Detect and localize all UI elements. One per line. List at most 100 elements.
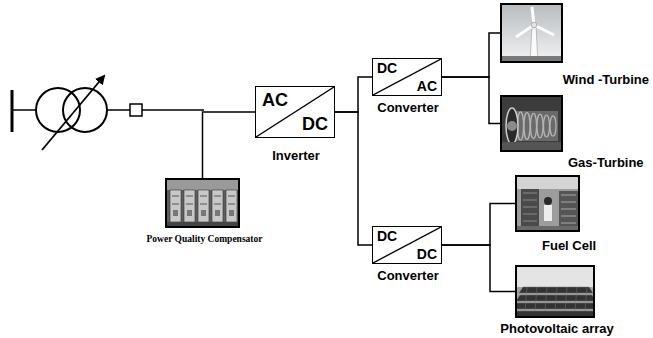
illustration-part [512, 111, 558, 141]
photovoltaic-image: Photovoltaic array [515, 265, 595, 318]
illustration-part [198, 190, 209, 222]
illustration-part [228, 204, 235, 205]
wire [12, 109, 36, 111]
power-line [442, 77, 500, 124]
illustration-part [585, 287, 587, 311]
illustration-part [521, 189, 539, 226]
illustration-part [516, 25, 534, 37]
illustration-part [170, 190, 181, 222]
illustration-part [186, 196, 193, 197]
illustration-part [214, 196, 221, 197]
illustration-part [517, 177, 578, 230]
output-type: DC [417, 247, 437, 261]
input-type: AC [262, 91, 288, 109]
illustration-part [517, 311, 593, 316]
illustration-part [544, 115, 550, 137]
illustration-part [544, 205, 552, 221]
illustration-part [537, 114, 543, 138]
component-label: Power Quality Compensator [147, 235, 263, 245]
power-line [335, 77, 372, 112]
illustration-part [550, 116, 556, 136]
illustration-part [517, 226, 578, 230]
illustration-part [561, 223, 576, 224]
converter-box: DCACConverter [372, 58, 442, 96]
illustration-part [523, 214, 537, 215]
fuel-cell-image: Fuel Cell [515, 175, 580, 232]
photo-illustration [502, 5, 561, 61]
illustration-part [517, 295, 593, 301]
converter-box: DCDCConverter [372, 226, 442, 264]
illustration-part [517, 177, 578, 189]
illustration-part [214, 204, 221, 205]
output-type: AC [417, 79, 437, 93]
illustration-part [373, 227, 441, 263]
photo-illustration [502, 97, 561, 150]
illustration-part [507, 121, 517, 131]
component-label: Converter [377, 101, 438, 114]
illustration-part [200, 204, 207, 205]
illustration-part [531, 22, 537, 28]
illustration-part [535, 287, 537, 311]
illustration-part [502, 97, 561, 150]
illustration-part [172, 196, 179, 197]
illustration-part [545, 287, 547, 311]
illustration-part [531, 113, 537, 138]
gas-turbine-image: Gas-Turbine [500, 95, 563, 152]
wire [107, 109, 130, 111]
illustration-part [256, 87, 334, 137]
illustration-part [167, 180, 238, 226]
power-line [442, 33, 500, 77]
illustration-part [555, 287, 557, 311]
photo-illustration [517, 267, 593, 316]
illustration-part [519, 287, 593, 293]
illustration-part [544, 197, 552, 205]
power-line [442, 245, 515, 292]
breaker-symbol [130, 104, 142, 116]
illustration-part [173, 210, 178, 216]
illustration-part [502, 5, 561, 61]
compensator-image: Power Quality Compensator [165, 178, 240, 228]
illustration-part [172, 204, 179, 205]
illustration-part [201, 210, 206, 216]
component-label: Fuel Cell [542, 239, 596, 252]
transformer-winding [36, 88, 80, 132]
illustration-part [215, 210, 220, 216]
illustration-part [525, 287, 527, 311]
illustration-part [561, 202, 576, 203]
illustration-part [561, 216, 576, 217]
component-label: Photovoltaic array [500, 322, 613, 335]
wind-turbine-image: Wind -Turbine [500, 3, 563, 63]
photo-illustration [167, 180, 238, 226]
photo-illustration [517, 177, 578, 230]
component-label: Converter [377, 269, 438, 282]
illustration-part [523, 221, 537, 222]
bus-bar [11, 90, 14, 132]
illustration-part [200, 196, 207, 197]
illustration-part [524, 113, 530, 140]
illustration-part [565, 287, 567, 311]
illustration-part [506, 108, 518, 144]
wire [142, 109, 204, 111]
inverter-box: ACDCInverter [255, 86, 335, 138]
component-label: Wind -Turbine [563, 73, 649, 86]
illustration-part [534, 25, 554, 35]
illustration-part [502, 56, 561, 61]
illustration-part [523, 193, 537, 194]
illustration-part [502, 142, 561, 150]
power-line [335, 112, 372, 245]
illustration-part [186, 204, 193, 205]
input-type: DC [377, 61, 397, 75]
component-label: Gas-Turbine [568, 156, 644, 169]
transformer-winding [63, 88, 107, 132]
power-line [203, 112, 256, 178]
illustration-part [523, 200, 537, 201]
illustration-part [373, 59, 441, 95]
power-line [442, 204, 515, 246]
tap-changer-arrow [42, 76, 104, 150]
illustration-part [187, 210, 192, 216]
illustration-part [167, 222, 238, 226]
illustration-part [530, 27, 538, 61]
illustration-part [559, 191, 578, 226]
illustration-part [229, 210, 234, 216]
